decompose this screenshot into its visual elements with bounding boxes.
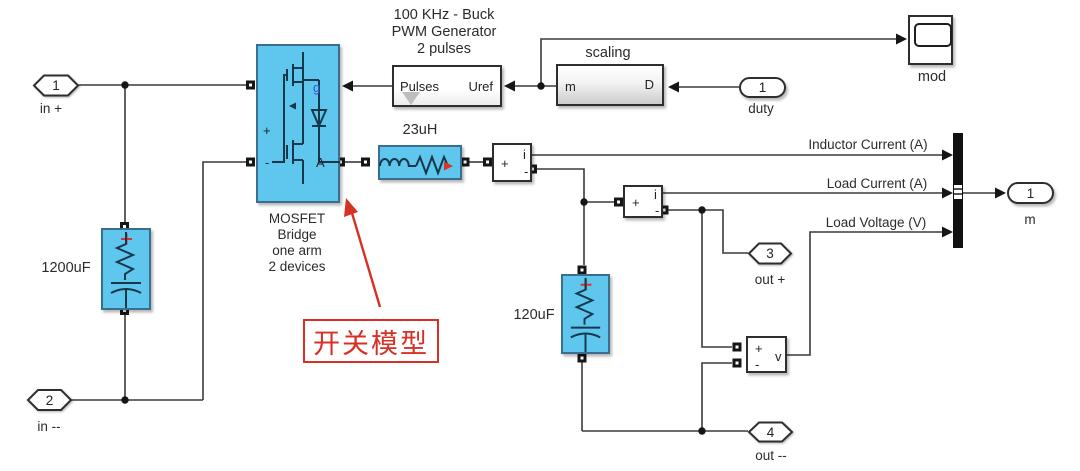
signal-label-load-voltage: Load Voltage (V) bbox=[825, 215, 927, 230]
label-duty: duty bbox=[748, 101, 774, 116]
port-number: 1 bbox=[52, 78, 60, 93]
inductor-block[interactable] bbox=[378, 145, 462, 180]
sensor-minus-label: - bbox=[655, 203, 660, 218]
pwm-title-line3: 2 pulses bbox=[416, 41, 472, 57]
load-current-sensor-block[interactable]: + i - bbox=[623, 185, 663, 218]
label-out-plus: out + bbox=[754, 272, 786, 287]
pwm-title-line1: 100 KHz - Buck bbox=[393, 7, 495, 23]
label-in-plus: in + bbox=[39, 101, 63, 116]
port-out-minus[interactable]: 4 bbox=[747, 421, 794, 443]
label-m-out: m bbox=[1024, 212, 1036, 227]
mosfet-caption-line2: Bridge bbox=[277, 227, 317, 242]
label-out-minus: out -- bbox=[755, 448, 787, 463]
mux-badge-icon bbox=[954, 185, 962, 199]
port-number: 4 bbox=[766, 424, 775, 440]
pwm-uref-port-label: Uref bbox=[468, 79, 493, 94]
scaling-block[interactable]: m D bbox=[556, 64, 664, 106]
port-duty[interactable]: 1 bbox=[739, 77, 786, 98]
mosfet-bridge-block[interactable]: + - g A bbox=[256, 44, 340, 203]
signal-arrowheads bbox=[342, 33, 1006, 238]
output-capacitor-block[interactable] bbox=[561, 274, 610, 354]
port-in-plus[interactable]: 1 bbox=[32, 74, 80, 97]
mosfet-caption-line1: MOSFET bbox=[268, 211, 326, 226]
sensor-i-label: i bbox=[654, 187, 657, 202]
capacitor-symbol bbox=[110, 232, 142, 308]
wires bbox=[71, 38, 996, 432]
terminal-squares bbox=[120, 80, 742, 368]
pwm-pulses-port-label: Pulses bbox=[400, 79, 440, 94]
capacitor-symbol bbox=[570, 277, 601, 353]
mosfet-plus-terminal-label: + bbox=[263, 123, 271, 138]
sensor-plus-label: + bbox=[755, 341, 763, 356]
sensor-i-label: i bbox=[523, 147, 526, 162]
mosfet-symbol bbox=[272, 52, 340, 184]
sensor-plus-label: + bbox=[632, 195, 640, 210]
sensor-minus-label: - bbox=[524, 164, 529, 179]
port-number: 1 bbox=[758, 80, 767, 95]
pwm-generator-block[interactable]: Pulses Uref bbox=[392, 65, 502, 107]
junction-dots bbox=[121, 81, 706, 435]
port-number: 3 bbox=[766, 246, 774, 261]
port-out-plus[interactable]: 3 bbox=[747, 242, 793, 265]
mosfet-gate-label: g bbox=[313, 80, 321, 95]
port-number: 2 bbox=[45, 392, 54, 408]
scaling-m-port-label: m bbox=[565, 79, 576, 94]
output-capacitor-label: 120uF bbox=[513, 307, 555, 323]
scope-label: mod bbox=[917, 69, 947, 85]
annotation-box[interactable]: 开关模型 bbox=[303, 319, 439, 363]
signal-label-load-current: Load Current (A) bbox=[826, 176, 928, 191]
scaling-d-port-label: D bbox=[644, 77, 654, 92]
scope-screen-icon bbox=[914, 23, 952, 47]
scaling-title: scaling bbox=[585, 45, 631, 61]
inductor-current-sensor-block[interactable]: + i - bbox=[492, 143, 532, 182]
port-m-out[interactable]: 1 bbox=[1007, 182, 1054, 204]
sensor-v-label: v bbox=[775, 349, 782, 364]
port-number: 1 bbox=[1026, 185, 1035, 201]
label-in-minus: in -- bbox=[37, 419, 61, 434]
port-in-minus[interactable]: 2 bbox=[26, 388, 73, 412]
sensor-plus-label: + bbox=[501, 156, 509, 171]
mosfet-minus-terminal-label: - bbox=[265, 155, 270, 170]
mosfet-anode-label: A bbox=[316, 155, 325, 170]
pwm-title-line2: PWM Generator bbox=[391, 24, 497, 40]
annotation-text: 开关模型 bbox=[313, 328, 429, 359]
signal-label-inductor-current: Inductor Current (A) bbox=[808, 137, 928, 152]
input-capacitor-block[interactable] bbox=[101, 228, 151, 310]
load-voltage-sensor-block[interactable]: + - v bbox=[746, 336, 787, 373]
mux-block[interactable] bbox=[953, 133, 963, 248]
inductor-label: 23uH bbox=[402, 122, 438, 138]
variant-chevron-icon bbox=[402, 92, 420, 105]
scope-block[interactable] bbox=[908, 15, 953, 65]
inductor-symbol bbox=[379, 154, 453, 176]
mosfet-caption-line4: 2 devices bbox=[268, 259, 326, 274]
mosfet-caption-line3: one arm bbox=[272, 243, 322, 258]
sensor-minus-label: - bbox=[755, 357, 760, 372]
input-capacitor-label: 1200uF bbox=[41, 260, 91, 276]
